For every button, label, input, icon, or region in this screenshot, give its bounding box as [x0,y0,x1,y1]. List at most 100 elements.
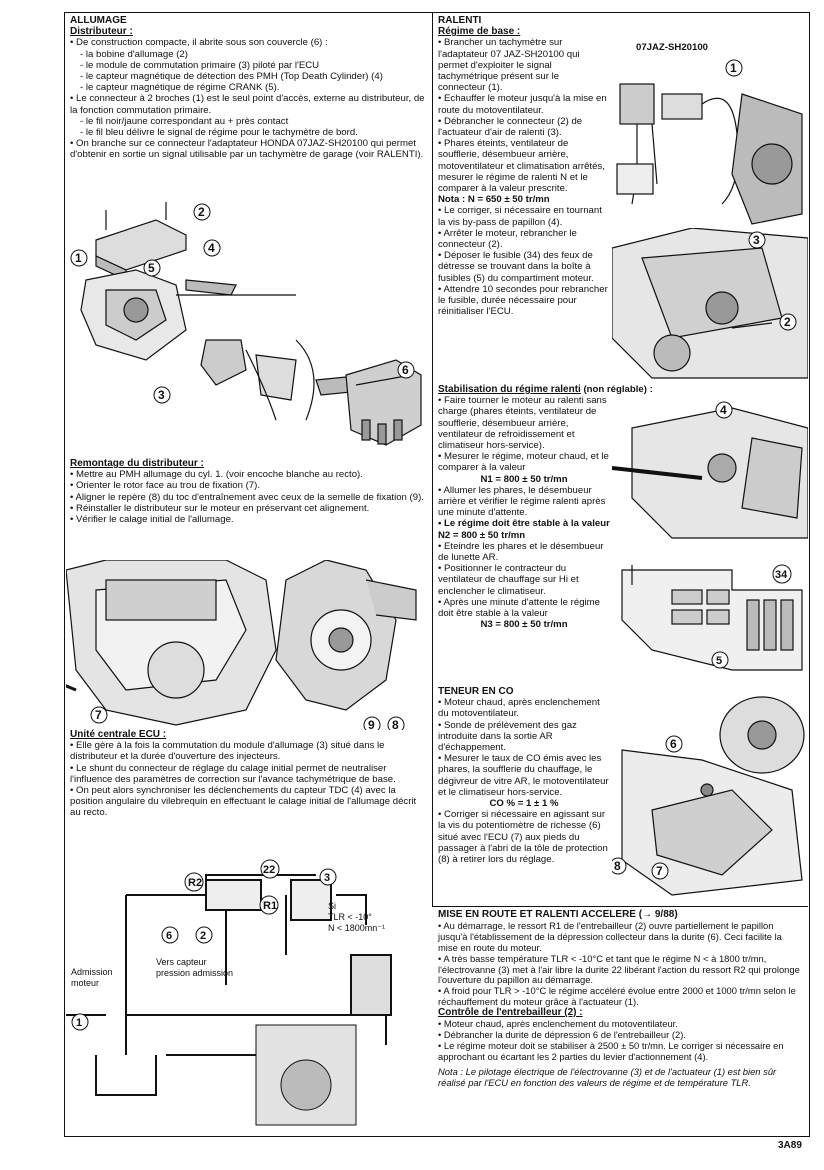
distrib-line: • De construction compacte, il abrite so… [70,37,328,49]
controle-line: • Moteur chaud, après enclenchement du m… [438,1018,678,1030]
remontage-line: • Mettre au PMH allumage du cyl. 1. (voi… [70,469,363,481]
stab-value-n2: • Le régime doit être stable à la valeur… [438,518,610,541]
section-divider [432,906,808,907]
label-r1: R1 [263,900,277,912]
co-value: CO % = 1 ± 1 % [489,798,559,810]
callout-34: 34 [775,569,788,581]
mise-en-route-heading: MISE EN ROUTE ET RALENTI ACCELERE (→ 9/8… [438,909,678,920]
stab-line: • Faire tourner le moteur au ralenti san… [438,395,607,452]
stab-line: • Eteindre les phares et le désembueur d… [438,540,604,564]
distributor-exploded-figure: 2 4 5 1 3 6 [70,202,422,446]
stab-line: • Positionner le contracteur du ventilat… [438,563,579,597]
remontage-line: • Orienter le rotor face au trou de fixa… [70,480,260,492]
remontage-line: • Aligner le repère (8) du toc d'entraîn… [70,491,424,503]
stab-value-n1: N1 = 800 ± 50 tr/mn [480,473,568,485]
callout-1: 1 [730,61,737,75]
callout-6: 6 [670,737,677,751]
ecu-line: • Elle gère à la fois la commutation du … [70,740,385,763]
label-tlr: TLR < -10° [328,912,372,922]
callout-7: 7 [656,864,663,878]
ecu-line: • On peut alors synchroniser les déclenc… [70,785,417,819]
ecu-potentiometer-figure: 6 8 7 [612,696,805,896]
ecu-section: Unité centrale ECU : • Elle gère à la fo… [70,729,426,819]
callout-5: 5 [716,655,722,667]
adapter-ref-label: 07JAZ-SH20100 [636,42,708,53]
co-line: • Corriger si nécessaire en agissant sur… [438,809,608,866]
co-line: • Mesurer le taux de CO émis avec les ph… [438,753,609,798]
label-vers-capteur-2: pression admission [156,968,233,978]
co-heading: TENEUR EN CO [438,686,514,697]
stab-line: • Mesurer le régime, moteur chaud, et le… [438,451,609,474]
co-line: • Sonde de prélèvement des gaz introduit… [438,719,577,754]
callout-8: 8 [392,718,399,730]
distrib-line: - le module de commutation primaire (3) … [80,59,320,71]
callout-3: 3 [324,872,330,884]
stabilisation-section: Stabilisation du régime ralenti (non rég… [438,384,653,631]
allumage-title: ALLUMAGE [70,15,127,26]
base-line: • Le corriger, si nécessaire en tournant… [438,205,602,228]
callout-4: 4 [208,241,215,255]
base-line: • Attendre 10 secondes pour rebrancher l… [438,283,608,318]
distrib-line: • On branche sur ce connecteur l'adaptat… [70,138,424,161]
callout-1: 1 [76,1017,82,1029]
distrib-line: - le fil noir/jaune correspondant au + p… [80,115,289,127]
label-n: N < 1800mn⁻¹ [328,923,385,933]
base-line: • Arrêter le moteur, rebrancher le conne… [438,227,577,251]
callout-3: 3 [158,388,165,402]
controle-line: • Débrancher la durite de dépression 6 d… [438,1028,686,1040]
distrib-line: - le fil bleu délivre le signal de régim… [80,127,358,139]
distributeur-heading: Distributeur : [70,26,133,38]
distributor-alignment-figure: 7 9 8 [66,560,417,730]
bypass-screw-figure: 4 [612,401,808,539]
nota-text: Nota : Le pilotage électrique de l'élect… [438,1065,777,1088]
callout-2: 2 [784,315,791,329]
page-frame [64,12,810,1137]
mise-line: • A très basse température TLR < -10°C e… [438,952,800,986]
distrib-line: - le capteur magnétique de détection des… [80,71,383,83]
remontage-line: • Réinstaller le distributeur sur le mot… [70,502,370,514]
label-r2: R2 [188,877,202,889]
page-number: 3A89 [778,1140,802,1151]
callout-1: 1 [75,251,82,265]
ecu-heading: Unité centrale ECU : [70,729,167,740]
stab-value-n3: N3 = 800 ± 50 tr/mn [480,619,568,631]
callout-3: 3 [753,233,760,247]
remontage-section: Remontage du distributeur : • Mettre au … [70,458,426,525]
base-line: • Débrancher le connecteur (2) de l'actu… [438,115,583,139]
co-section: TENEUR EN CO • Moteur chaud, après encle… [438,686,610,865]
base-line: • Phares éteints, ventilateur de souffle… [438,138,605,195]
ecu-line: • Le shunt du connecteur de réglage du c… [70,762,396,785]
base-line: • Déposer le fusible (34) des feux de dé… [438,250,594,284]
mise-line: • Au démarrage, le ressort R1 de l'entre… [438,919,782,953]
mise-en-route-section: MISE EN ROUTE ET RALENTI ACCELERE (→ 9/8… [438,909,802,1089]
ralenti-base-section: RALENTI Régime de base : • Brancher un t… [438,15,608,317]
distrib-line: - le capteur magnétique de régime CRANK … [80,82,280,94]
callout-4: 4 [720,403,727,417]
fuse-box-figure: 34 5 [621,564,803,671]
ralenti-title: RALENTI [438,15,482,26]
co-line: • Moteur chaud, après enclenchement du m… [438,697,600,720]
remontage-heading: Remontage du distributeur : [70,458,204,469]
label-admission-1: Admission [71,967,113,977]
mise-line: • A froid pour TLR > -10°C le régime acc… [438,985,796,1008]
callout-6: 6 [402,363,409,377]
callout-9: 9 [368,718,375,730]
label-admission-2: moteur [71,978,99,988]
distrib-line: • Le connecteur à 2 broches (1) est le s… [70,93,425,116]
callout-8: 8 [614,859,621,873]
controle-line: • Le régime moteur doit se stabiliser à … [438,1039,784,1062]
label-vers-capteur-1: Vers capteur [156,957,207,967]
distrib-line: - la bobine d'allumage (2) [80,48,188,60]
base-line: • Echauffer le moteur jusqu'à la mise en… [438,93,607,116]
callout-2: 2 [200,930,206,942]
allumage-section: ALLUMAGE Distributeur : • De constructio… [70,15,426,161]
base-line: • Brancher un tachymètre sur l'adaptateu… [438,37,580,94]
label-si: Si [328,901,336,911]
vacuum-circuit-diagram: Admission moteur Vers capteur pression a… [66,859,392,1126]
stab-heading-line: Stabilisation du régime ralenti (non rég… [438,384,653,395]
column-divider [432,12,433,907]
callout-2: 2 [198,205,205,219]
base-nota: Nota : N = 650 ± 50 tr/mn [438,194,550,206]
label-22: 22 [263,864,275,876]
stab-line: • Après une minute d'attente le régime d… [438,596,600,620]
